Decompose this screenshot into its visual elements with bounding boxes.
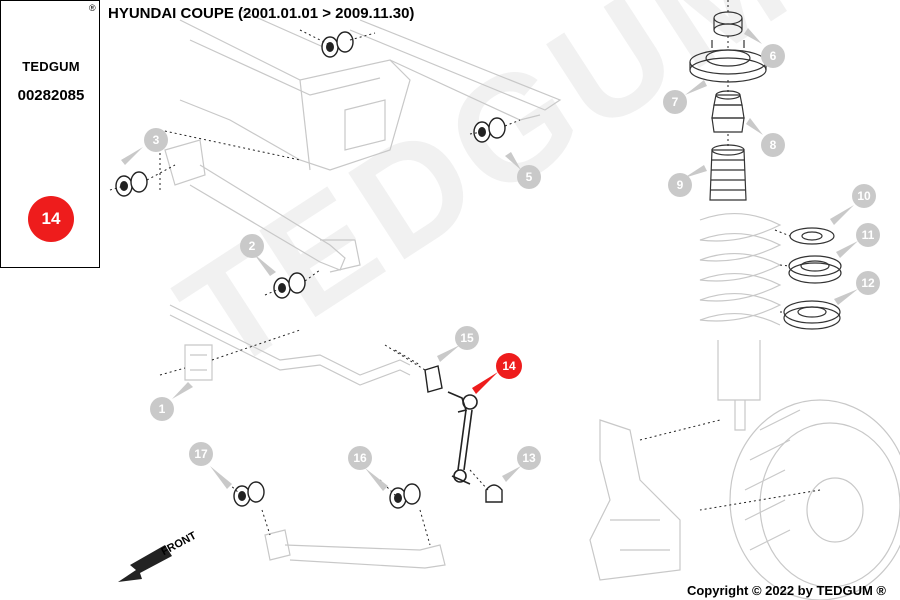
callout-9[interactable]: 9 bbox=[668, 173, 692, 197]
bump-stop-part bbox=[711, 90, 745, 133]
part-number: 00282085 bbox=[17, 87, 85, 104]
callout-11[interactable]: 11 bbox=[856, 223, 880, 247]
vehicle-title: HYUNDAI COUPE (2001.01.01 > 2009.11.30) bbox=[108, 5, 415, 22]
callout-1[interactable]: 1 bbox=[150, 397, 174, 421]
dust-boot-part bbox=[709, 144, 747, 201]
front-arrow bbox=[118, 545, 172, 582]
callout-14-selected[interactable]: 14 bbox=[496, 353, 522, 379]
callout-15[interactable]: 15 bbox=[455, 326, 479, 350]
callout-8[interactable]: 8 bbox=[761, 133, 785, 157]
callout-2[interactable]: 2 bbox=[240, 234, 264, 258]
callout-6[interactable]: 6 bbox=[761, 44, 785, 68]
callout-16[interactable]: 16 bbox=[348, 446, 372, 470]
copyright-text: Copyright © 2022 by TEDGUM ® bbox=[686, 583, 886, 598]
top-mount-part bbox=[713, 11, 743, 37]
highlighted-part-badge: 14 bbox=[28, 196, 74, 242]
stabilizer-link-part bbox=[447, 391, 478, 485]
part-info-panel: ® TEDGUM 00282085 14 bbox=[0, 0, 100, 268]
callout-7[interactable]: 7 bbox=[663, 90, 687, 114]
callout-5[interactable]: 5 bbox=[517, 165, 541, 189]
callout-10[interactable]: 10 bbox=[852, 184, 876, 208]
callout-12[interactable]: 12 bbox=[856, 271, 880, 295]
callout-17[interactable]: 17 bbox=[189, 442, 213, 466]
callout-13[interactable]: 13 bbox=[517, 446, 541, 470]
brand-logo-text: TEDGUM bbox=[22, 59, 80, 74]
callout-3[interactable]: 3 bbox=[144, 128, 168, 152]
registered-mark: ® bbox=[89, 3, 96, 13]
